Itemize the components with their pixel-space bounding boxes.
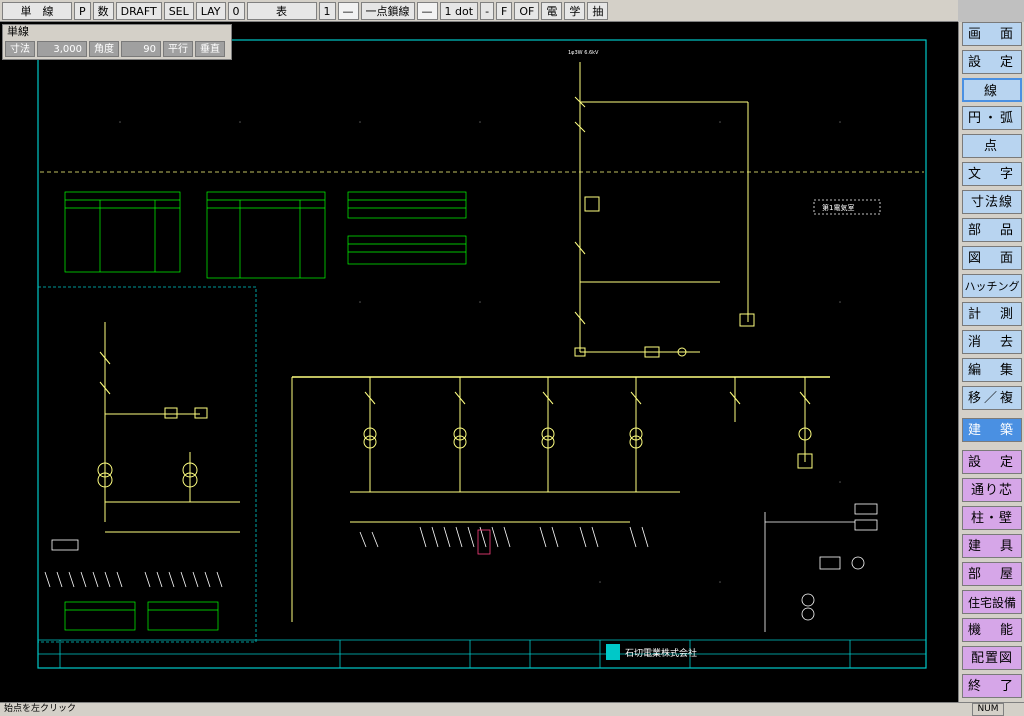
- toolbar-electric[interactable]: 電: [541, 1, 563, 20]
- menu-fittings[interactable]: 建 具: [962, 534, 1022, 558]
- room-box: [813, 199, 881, 215]
- popup-row: 寸法 3,000 角度 90 平行 垂直: [3, 39, 231, 59]
- toolbar-p[interactable]: P: [74, 1, 91, 20]
- menu-dimension[interactable]: 寸法線: [962, 190, 1022, 214]
- menu-arch-settings[interactable]: 設 定: [962, 450, 1022, 474]
- toolbar-line-sample: —: [337, 1, 359, 20]
- drawing-svg: 石切電業株式会社 1φ3W 6.6kV 第1電気室: [37, 39, 927, 669]
- menu-drawing[interactable]: 図 面: [962, 246, 1022, 270]
- toolbar-of[interactable]: OF: [514, 1, 540, 20]
- menu-line[interactable]: 線: [962, 78, 1022, 102]
- left-panel: [37, 286, 257, 643]
- menu-text[interactable]: 文 字: [962, 162, 1022, 186]
- menu-exit[interactable]: 終 了: [962, 674, 1022, 698]
- menu-column-wall[interactable]: 柱・壁: [962, 506, 1022, 530]
- breaker-row: [359, 526, 649, 548]
- toolbar-dot[interactable]: 1 dot: [439, 1, 479, 20]
- menu-screen[interactable]: 画 面: [962, 22, 1022, 46]
- angle-label: 角度: [89, 41, 119, 57]
- dim-value-field[interactable]: 3,000: [37, 41, 87, 57]
- room-box-label: 第1電気室: [822, 203, 854, 212]
- left-circuit: [97, 322, 240, 533]
- menu-layout-plan[interactable]: 配置図: [962, 646, 1022, 670]
- menu-grid-line[interactable]: 通り芯: [962, 478, 1022, 502]
- toolbar-table[interactable]: 表: [246, 1, 317, 20]
- angle-value-field[interactable]: 90: [121, 41, 161, 57]
- status-bar: 始点を左クリック NUM: [0, 702, 1024, 716]
- toolbar-layer-number[interactable]: 0: [227, 1, 245, 20]
- menu-hatching[interactable]: ハッチング: [962, 274, 1022, 298]
- left-breakers: [44, 571, 223, 588]
- main-trunk: [574, 62, 755, 358]
- drawing-frame: [37, 39, 927, 669]
- menu-point[interactable]: 点: [962, 134, 1022, 158]
- toolbar-f[interactable]: F: [496, 1, 513, 20]
- menu-edit[interactable]: 編 集: [962, 358, 1022, 382]
- title-block: [38, 639, 926, 668]
- toolbar-extract[interactable]: 抽: [587, 1, 609, 20]
- menu-parts[interactable]: 部 品: [962, 218, 1022, 242]
- left-device-box: [51, 539, 79, 551]
- menu-housing-equipment[interactable]: 住宅設備: [962, 590, 1022, 614]
- menu-circle-arc[interactable]: 円・弧: [962, 106, 1022, 130]
- toolbar-number[interactable]: 数: [92, 1, 114, 20]
- menu-move-copy[interactable]: 移／複: [962, 386, 1022, 410]
- top-toolbar: 単 線 P 数 DRAFT SEL LAY 0 表 1 — 一点鎖線 — 1 d…: [0, 0, 958, 22]
- toolbar-learn[interactable]: 学: [564, 1, 586, 20]
- highlight-breaker: [477, 529, 491, 555]
- toolbar-dash[interactable]: -: [480, 1, 495, 20]
- status-message: 始点を左クリック: [4, 704, 77, 714]
- toolbar-dot-sample: —: [416, 1, 438, 20]
- toolbar-sel[interactable]: SEL: [163, 1, 194, 20]
- menu-measure[interactable]: 計 測: [962, 302, 1022, 326]
- line-option-popup: 単線 寸法 3,000 角度 90 平行 垂直: [2, 24, 232, 60]
- toolbar-line-type[interactable]: 一点鎖線: [360, 1, 415, 20]
- toolbar-draft[interactable]: DRAFT: [115, 1, 162, 20]
- menu-erase[interactable]: 消 去: [962, 330, 1022, 354]
- toolbar-line-width[interactable]: 1: [318, 1, 336, 20]
- command-sidebar: 画 面 設 定 線 円・弧 点 文 字 寸法線 部 品 図 面 ハッチング 計 …: [958, 22, 1024, 702]
- company-name: 石切電業株式会社: [625, 647, 697, 659]
- popup-title: 単線: [7, 25, 29, 38]
- parallel-button[interactable]: 平行: [163, 41, 193, 57]
- dim-label: 寸法: [5, 41, 35, 57]
- top-label: 1φ3W 6.6kV: [568, 50, 599, 56]
- num-lock-indicator: NUM: [972, 703, 1004, 716]
- toolbar-lay[interactable]: LAY: [195, 1, 226, 20]
- grid-dots: [119, 121, 841, 583]
- menu-function[interactable]: 機 能: [962, 618, 1022, 642]
- feeders: [350, 377, 813, 523]
- menu-settings[interactable]: 設 定: [962, 50, 1022, 74]
- drawing-canvas[interactable]: 石切電業株式会社 1φ3W 6.6kV 第1電気室: [0, 22, 958, 702]
- green-tables: [64, 191, 467, 631]
- company-logo: [606, 644, 620, 660]
- menu-architecture[interactable]: 建 築: [962, 418, 1022, 442]
- perpendicular-button[interactable]: 垂直: [195, 41, 225, 57]
- right-loads: [764, 503, 878, 632]
- toolbar-line-mode[interactable]: 単 線: [2, 1, 72, 20]
- menu-room[interactable]: 部 屋: [962, 562, 1022, 586]
